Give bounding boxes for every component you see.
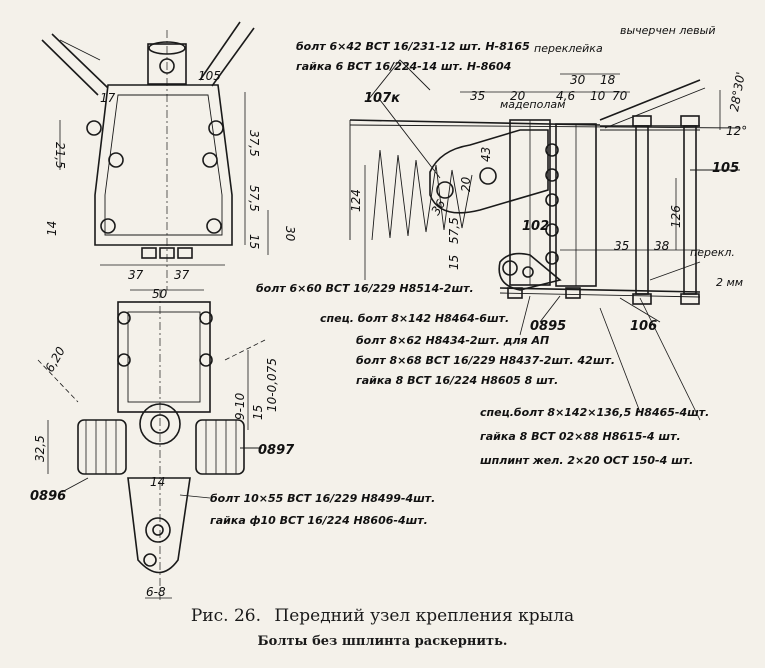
dim-57-5: 57,5 xyxy=(247,185,261,212)
label-drawn-left: вычерчен левый xyxy=(620,24,716,37)
dim-57-5-side: 57,5 xyxy=(447,217,461,244)
note-cotter-pin: шплинт жел. 2×20 ОСТ 150-4 шт. xyxy=(480,454,693,467)
bottom-view xyxy=(37,290,266,600)
note-bolt-6x60: болт 6×60 ВСТ 16/229 Н8514-2шт. xyxy=(256,282,474,295)
part-105: 105 xyxy=(712,161,739,176)
part-102: 102 xyxy=(522,219,549,234)
dim-14: 14 xyxy=(45,221,59,236)
note-bolt-10x55: болт 10×55 ВСТ 16/229 Н8499-4шт. xyxy=(210,492,435,505)
dim-10: 10 xyxy=(590,89,606,103)
figure-note: Болты без шплинта раскернить. xyxy=(257,634,508,649)
dim-18: 18 xyxy=(600,73,616,87)
dim-15-bottom: 15 xyxy=(251,405,265,420)
dim-35-top: 35 xyxy=(470,89,485,103)
dim-4-6: 4,6 xyxy=(556,89,575,103)
dim-15-side: 15 xyxy=(447,255,461,270)
dim-12deg: 12° xyxy=(726,124,747,138)
label-madepolam: мадеполам xyxy=(500,98,565,111)
note-nut-8-b: гайка 8 ВСТ 02×88 Н8615-4 шт. xyxy=(480,430,681,443)
part-0897-label: 0897 xyxy=(258,443,295,458)
dim-9-10: 9-10 xyxy=(233,392,247,420)
dim-70: 70 xyxy=(612,89,628,103)
part-106: 106 xyxy=(630,319,657,334)
note-bolt-6x42: болт 6×42 ВСТ 16/231-12 шт. Н-8165 xyxy=(296,40,530,53)
figure-number: Рис. 26. xyxy=(190,606,261,626)
dim-32-5: 32,5 xyxy=(33,435,47,462)
technical-drawing: 17 105 21,5 37,5 57,5 15 30 14 37 37 50 … xyxy=(30,21,748,600)
dim-14-bottom: 14 xyxy=(150,475,165,489)
figure-title: Передний узел крепления крыла xyxy=(274,606,575,626)
note-bolt-8x62: болт 8×62 Н8434-2шт. для АП xyxy=(356,334,549,347)
note-spec-bolt-8x142: спец. болт 8×142 Н8464-6шт. xyxy=(320,312,509,325)
dim-21-5: 21,5 xyxy=(53,142,67,169)
label-perekl-short: перекл. xyxy=(690,246,735,259)
note-nut-8: гайка 8 ВСТ 16/224 Н8605 8 шт. xyxy=(356,374,558,387)
dim-20-top: 20 xyxy=(510,89,526,103)
label-2mm: 2 мм xyxy=(716,276,743,289)
dim-50: 50 xyxy=(152,287,168,301)
dim-37-a: 37 xyxy=(128,268,144,282)
dim-126: 126 xyxy=(669,205,683,228)
dim-15: 15 xyxy=(247,234,261,249)
dim-36: 36 xyxy=(428,197,448,218)
note-spec-bolt-8x142x136: спец.болт 8×142×136,5 Н8465-4шт. xyxy=(480,406,709,419)
note-bolt-8x68: болт 8×68 ВСТ 16/229 Н8437-2шт. 42шт. xyxy=(356,354,615,367)
side-view xyxy=(349,59,741,421)
dim-105: 105 xyxy=(198,69,221,83)
dim-30-side: 30 xyxy=(570,73,586,87)
dim-28-30: 28°30' xyxy=(727,71,748,113)
part-107k: 107к xyxy=(364,91,401,106)
dim-20-mid: 20 xyxy=(459,176,473,192)
dim-38: 38 xyxy=(654,239,670,253)
dim-37-5: 37,5 xyxy=(247,130,261,157)
label-pereklejka: переклейка xyxy=(534,42,603,55)
dim-6-8: 6-8 xyxy=(146,585,166,599)
dim-37-b: 37 xyxy=(174,268,190,282)
dim-124: 124 xyxy=(349,189,363,212)
dim-6-20: 6,20 xyxy=(42,344,68,374)
top-view xyxy=(41,21,269,291)
dim-30: 30 xyxy=(283,226,297,242)
note-nut-6: гайка 6 ВСТ 16/224-14 шт. Н-8604 xyxy=(296,60,511,73)
part-0895: 0895 xyxy=(530,319,566,334)
part-0896-label: 0896 xyxy=(30,489,66,504)
dim-35-low: 35 xyxy=(614,239,629,253)
dim-17: 17 xyxy=(100,91,116,105)
note-nut-f10: гайка ф10 ВСТ 16/224 Н8606-4шт. xyxy=(210,514,428,527)
dim-10-0075: 10-0,075 xyxy=(265,358,279,412)
dim-43: 43 xyxy=(479,147,493,162)
figure-caption: Рис. 26. Передний узел крепления крыла xyxy=(0,606,765,626)
